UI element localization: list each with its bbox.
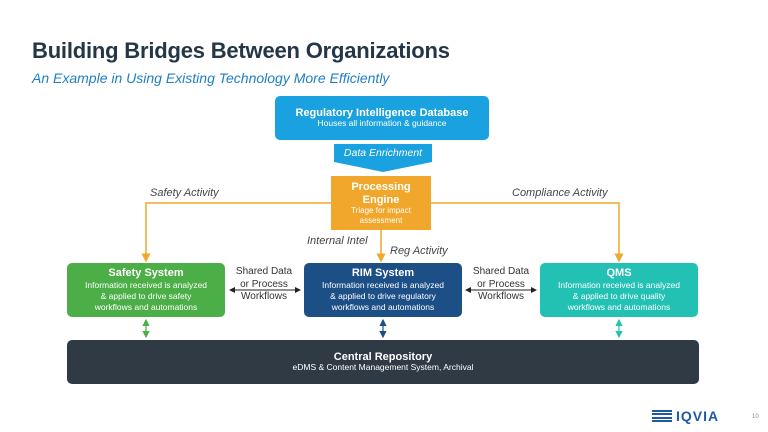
safety-line2: & applied to drive safety bbox=[100, 290, 192, 301]
iqvia-logo-text: IQVIA bbox=[676, 408, 720, 424]
rid-title: Regulatory Intelligence Database bbox=[295, 106, 469, 119]
rim-line1: Information received is analyzed bbox=[322, 279, 444, 290]
iqvia-logo: IQVIA bbox=[652, 408, 719, 424]
label-shared-data-right: Shared Data or Process Workflows bbox=[465, 266, 537, 304]
rid-subtitle: Houses all information & guidance bbox=[317, 118, 447, 129]
node-data-enrichment: Data Enrichment bbox=[334, 144, 432, 172]
label-internal-intel: Internal Intel bbox=[307, 235, 368, 247]
label-shared-data-left: Shared Data or Process Workflows bbox=[228, 266, 300, 304]
label-reg-activity: Reg Activity bbox=[390, 245, 448, 257]
shared-left-line1: Shared Data bbox=[235, 266, 293, 277]
shared-right-line2: or Process bbox=[477, 278, 525, 290]
repo-subtitle: eDMS & Content Management System, Archiv… bbox=[292, 362, 474, 373]
qms-line3: workflows and automations bbox=[567, 301, 671, 312]
safety-title: Safety System bbox=[108, 267, 184, 280]
engine-subtitle-line2: assessment bbox=[359, 215, 403, 225]
node-rim-system: RIM System Information received is analy… bbox=[304, 263, 462, 317]
engine-subtitle-line1: Triage for impact bbox=[351, 206, 411, 216]
node-central-repository: Central Repository eDMS & Content Manage… bbox=[67, 340, 699, 384]
node-processing-engine: Processing Engine Triage for impact asse… bbox=[331, 176, 431, 230]
node-safety-system: Safety System Information received is an… bbox=[67, 263, 225, 317]
iqvia-logo-icon bbox=[652, 410, 672, 422]
node-qms: QMS Information received is analyzed & a… bbox=[540, 263, 698, 317]
engine-title-line1: Processing bbox=[351, 181, 411, 194]
qms-line1: Information received is analyzed bbox=[558, 279, 680, 290]
safety-line1: Information received is analyzed bbox=[85, 279, 207, 290]
rim-line3: workflows and automations bbox=[331, 301, 435, 312]
shared-left-line2: or Process bbox=[240, 278, 288, 290]
safety-line3: workflows and automations bbox=[94, 301, 198, 312]
label-safety-activity: Safety Activity bbox=[150, 187, 219, 199]
qms-line2: & applied to drive quality bbox=[572, 290, 666, 301]
repo-title: Central Repository bbox=[333, 350, 433, 363]
label-compliance-activity: Compliance Activity bbox=[512, 187, 608, 199]
qms-title: QMS bbox=[606, 267, 632, 280]
slide-title: Building Bridges Between Organizations bbox=[32, 38, 450, 63]
node-regulatory-intelligence-database: Regulatory Intelligence Database Houses … bbox=[275, 96, 489, 140]
edge-engine-to-qms bbox=[431, 202, 624, 263]
shared-right-line3: Workflows bbox=[478, 291, 524, 302]
rim-title: RIM System bbox=[351, 267, 415, 280]
page-number: 10 bbox=[752, 414, 759, 420]
slide-subtitle: An Example in Using Existing Technology … bbox=[32, 70, 390, 86]
shared-right-line1: Shared Data bbox=[472, 266, 530, 277]
enrichment-arrow-shape bbox=[334, 144, 432, 172]
engine-title-line2: Engine bbox=[362, 193, 400, 206]
shared-left-line3: Workflows bbox=[241, 291, 287, 302]
edge-engine-to-safety bbox=[141, 202, 331, 263]
enrichment-label: Data Enrichment bbox=[343, 147, 423, 159]
rim-line2: & applied to drive regulatory bbox=[330, 290, 436, 301]
